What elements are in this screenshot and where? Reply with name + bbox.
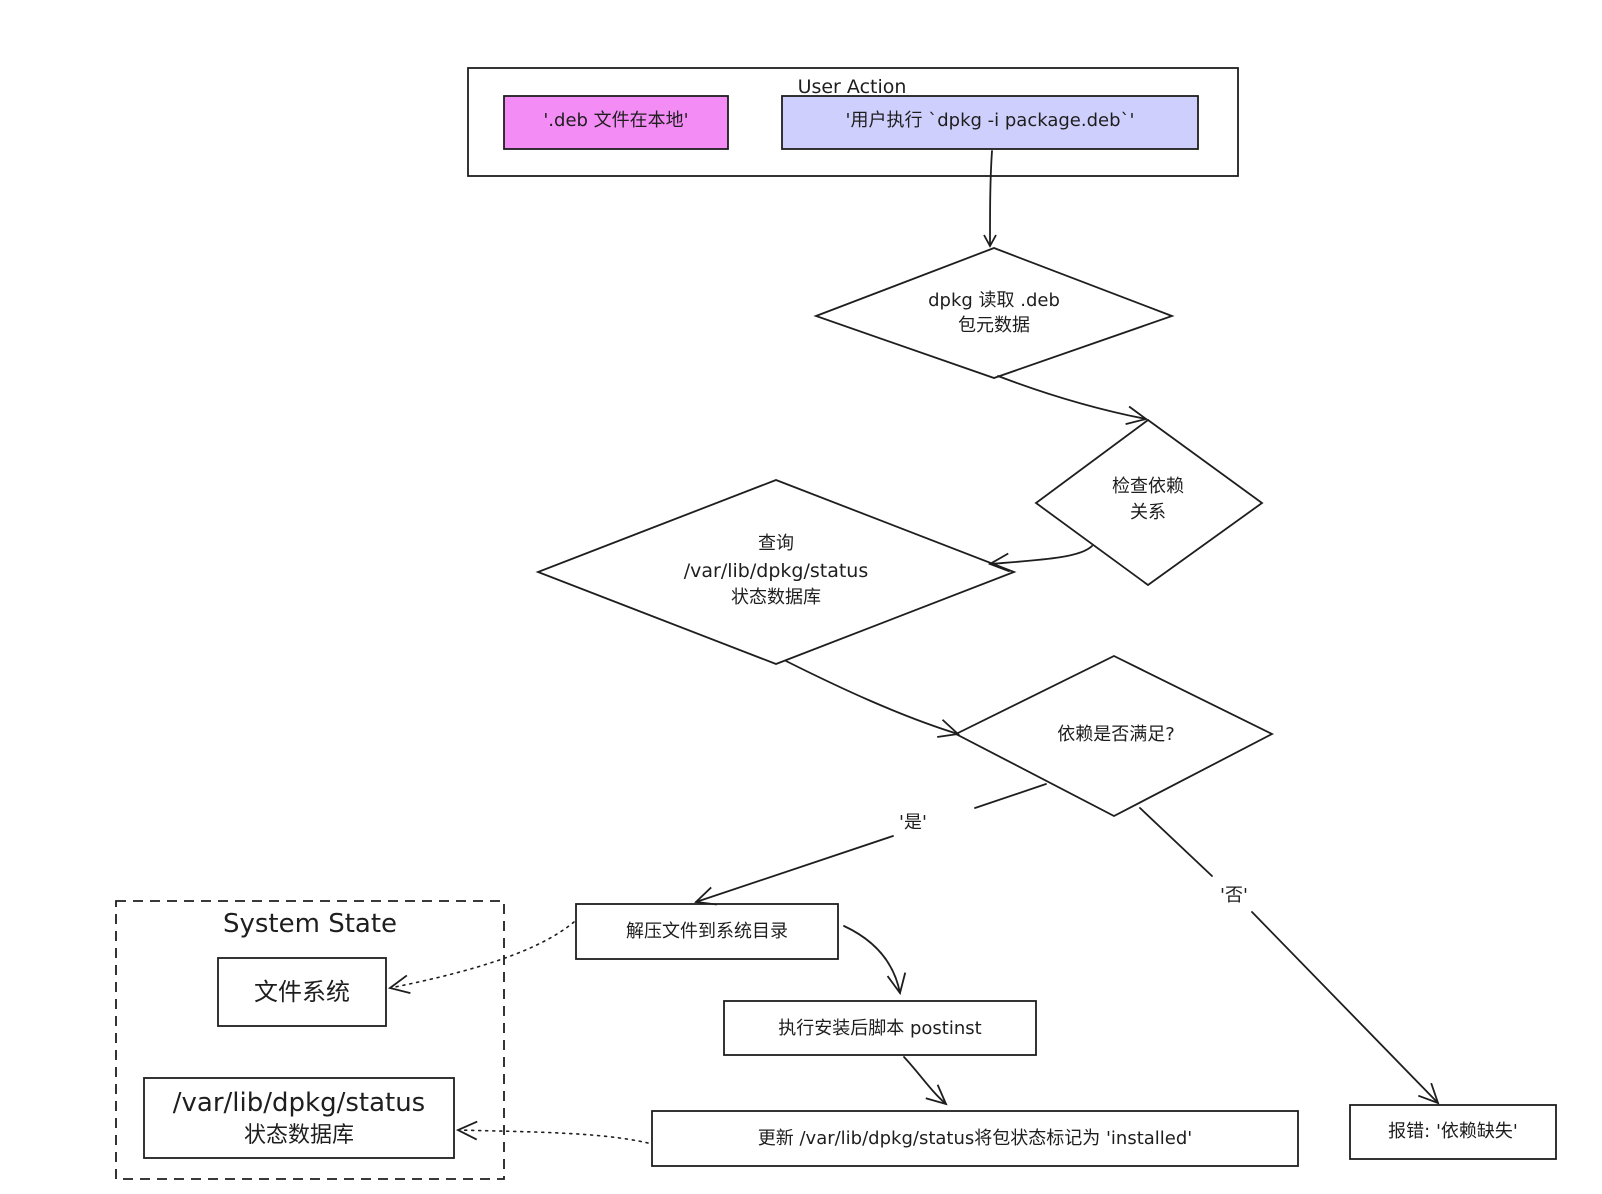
status-db-label-line2: 状态数据库 xyxy=(244,1123,354,1148)
check-deps-decision[interactable]: 检查依赖 关系 xyxy=(1034,418,1264,587)
read-meta-decision[interactable]: dpkg 读取 .deb 包元数据 xyxy=(813,247,1175,379)
edge-exec-to-read xyxy=(983,150,997,248)
status-db-node[interactable]: /var/lib/dpkg/status 状态数据库 xyxy=(143,1077,455,1159)
deb-local-label: '.deb 文件在本地' xyxy=(543,110,688,131)
query-status-label-line1: 查询 xyxy=(758,533,794,554)
error-node[interactable]: 报错: '依赖缺失' xyxy=(1349,1104,1557,1160)
deps-ok-decision[interactable]: 依赖是否满足? xyxy=(954,654,1274,818)
edge-update-to-status-db xyxy=(458,1130,649,1144)
edge-deps-no xyxy=(1139,807,1438,1103)
edge-read-to-check xyxy=(997,375,1146,419)
edge-query-to-deps xyxy=(785,660,958,734)
status-db-label-line1: /var/lib/dpkg/status xyxy=(173,1088,425,1118)
deb-local-box xyxy=(503,95,729,150)
read-meta-label-line1: dpkg 读取 .deb xyxy=(928,290,1060,311)
deps-ok-label: 依赖是否满足? xyxy=(1057,724,1175,745)
deb-local-node[interactable]: '.deb 文件在本地' xyxy=(503,95,729,150)
postinst-label: 执行安装后脚本 postinst xyxy=(778,1018,981,1039)
edge-label-no: '否' xyxy=(1220,885,1248,906)
update-status-label: 更新 /var/lib/dpkg/status将包状态标记为 'installe… xyxy=(758,1128,1193,1149)
user-action-group: User Action xyxy=(467,67,1239,177)
read-meta-label-line2: 包元数据 xyxy=(958,315,1030,336)
edge-postinst-to-update xyxy=(903,1056,946,1104)
edge-check-to-query xyxy=(990,545,1093,564)
query-status-label-line3: 状态数据库 xyxy=(731,587,821,608)
user-exec-box xyxy=(781,95,1199,150)
query-status-decision[interactable]: 查询 /var/lib/dpkg/status 状态数据库 xyxy=(535,479,1017,665)
system-state-group: System State xyxy=(115,900,505,1180)
system-state-group-title: System State xyxy=(223,909,397,939)
user-exec-node[interactable]: '用户执行 `dpkg -i package.deb`' xyxy=(781,95,1199,150)
extract-node[interactable]: 解压文件到系统目录 xyxy=(575,903,839,960)
user-action-group-title: User Action xyxy=(798,76,907,98)
error-label: 报错: '依赖缺失' xyxy=(1388,1121,1518,1142)
postinst-node[interactable]: 执行安装后脚本 postinst xyxy=(723,1000,1037,1056)
edge-label-yes: '是' xyxy=(899,812,927,833)
edge-extract-to-postinst xyxy=(843,925,900,993)
edge-deps-yes xyxy=(696,783,1047,902)
extract-label: 解压文件到系统目录 xyxy=(626,921,788,942)
filesystem-node[interactable]: 文件系统 xyxy=(217,957,387,1027)
query-status-label-line2: /var/lib/dpkg/status xyxy=(684,560,869,582)
check-deps-label-line2: 关系 xyxy=(1130,502,1166,523)
filesystem-label: 文件系统 xyxy=(254,978,350,1006)
edge-extract-to-filesystem xyxy=(390,921,575,988)
user-exec-label: '用户执行 `dpkg -i package.deb`' xyxy=(846,110,1135,131)
update-status-node[interactable]: 更新 /var/lib/dpkg/status将包状态标记为 'installe… xyxy=(651,1110,1299,1167)
check-deps-label-line1: 检查依赖 xyxy=(1112,476,1184,497)
